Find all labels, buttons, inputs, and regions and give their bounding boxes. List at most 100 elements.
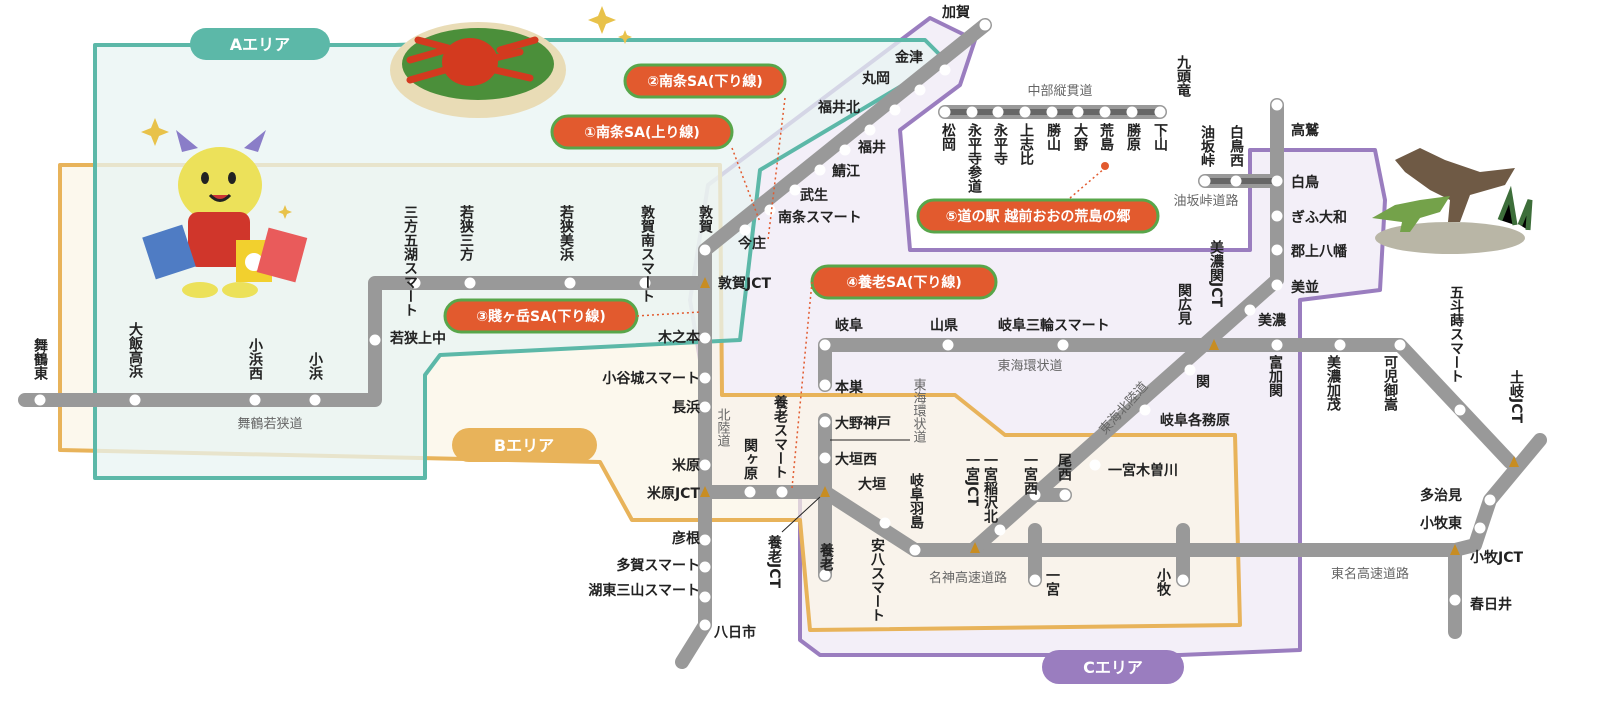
road-label-chubu-jukan: 中部縦貫道 — [1027, 84, 1092, 99]
station-label: 可児御嵩 — [1382, 355, 1399, 412]
station-label: 小浜 — [307, 352, 323, 381]
station-dot — [1154, 106, 1166, 118]
area-b-label: Bエリア — [452, 428, 597, 462]
station-dot — [1484, 494, 1496, 506]
station-label: 富加関 — [1267, 354, 1284, 398]
yoro-jct-leader — [781, 496, 821, 533]
station-label: 小浜西 — [247, 338, 263, 381]
station-label: 敦賀南スマート — [639, 204, 656, 303]
station-dot — [699, 332, 711, 344]
station-dot — [819, 416, 831, 428]
area-c-label: Cエリア — [1042, 650, 1184, 684]
station-label: 武生 — [800, 187, 828, 204]
road-label-tokai-kanjo-v: 東海環状道 — [911, 377, 927, 443]
station-dot — [1244, 304, 1256, 316]
road-label-aburasaka: 油坂峠道路 — [1173, 193, 1238, 209]
station-dot — [994, 524, 1006, 536]
station-label: 白鳥 — [1291, 174, 1319, 191]
svg-text:②南条SA(下り線): ②南条SA(下り線) — [647, 73, 763, 90]
road-label-hokuriku: 北陸道 — [715, 408, 731, 447]
station-label: 春日井 — [1469, 596, 1512, 613]
station-label: 大垣西 — [835, 451, 877, 468]
station-dot — [839, 144, 851, 156]
station-dot — [1271, 175, 1283, 187]
station-dot — [1271, 99, 1283, 111]
road-label-tokai-kanjo: 東海環状道 — [997, 358, 1062, 374]
station-dot — [1334, 339, 1346, 351]
station-dot — [699, 459, 711, 471]
station-dot — [1449, 594, 1461, 606]
station-label: 八日市 — [713, 624, 756, 641]
station-dot — [966, 106, 978, 118]
station-dot — [819, 379, 831, 391]
station-label: 岐阜 — [835, 317, 863, 334]
station-label: 敦賀 — [697, 204, 714, 234]
station-dot — [1271, 339, 1283, 351]
road-lines — [18, 18, 1547, 669]
station-label: 岐阜各務原 — [1160, 412, 1230, 429]
svg-text:③賤ヶ岳SA(下り線): ③賤ヶ岳SA(下り線) — [476, 308, 606, 325]
station-dot — [1230, 175, 1242, 187]
station-label: 一宮木曽川 — [1108, 462, 1178, 479]
station-label: 尾西 — [1056, 453, 1072, 482]
station-dot — [909, 544, 921, 556]
callout-leaders — [636, 97, 1106, 489]
station-label: 木之本 — [657, 329, 701, 346]
station-dot — [1019, 106, 1031, 118]
station-dot — [699, 619, 711, 631]
station-dot — [819, 452, 831, 464]
station-label: 九頭竜 — [1175, 55, 1192, 98]
station-label: 福井 — [857, 139, 886, 156]
station-label: 上志比 — [1018, 123, 1034, 166]
station-label: 小牧 — [1155, 568, 1171, 597]
station-label: 鯖江 — [831, 163, 860, 180]
station-dot — [369, 334, 381, 346]
station-label: 五斗蒔スマート — [1448, 285, 1464, 383]
station-label: 金津 — [894, 49, 923, 66]
station-label: 小谷城スマート — [602, 370, 700, 387]
station-label: 南条スマート — [778, 209, 862, 226]
station-label: 若狭三方 — [458, 204, 475, 262]
station-label: 長浜 — [672, 399, 700, 416]
station-label: 土岐JCT — [1508, 369, 1524, 423]
station-dot — [789, 184, 801, 196]
station-label: 加賀 — [941, 4, 970, 21]
svg-text:Cエリア: Cエリア — [1083, 658, 1143, 677]
station-label: 大飯高浜 — [127, 321, 144, 379]
station-dot — [1099, 106, 1111, 118]
station-dot — [464, 277, 476, 289]
station-label: 関広見 — [1176, 283, 1193, 326]
sa-callout-yoro: ④養老SA(下り線) — [810, 264, 998, 300]
station-label: 一宮 — [1044, 568, 1060, 597]
station-dot — [699, 534, 711, 546]
station-label: 多治見 — [1420, 487, 1462, 504]
station-label: 丸岡 — [861, 70, 890, 87]
station-label: 大野神戸 — [835, 415, 891, 432]
station-dot — [1199, 175, 1211, 187]
svg-text:Aエリア: Aエリア — [230, 35, 290, 54]
station-dot — [1089, 459, 1101, 471]
sparkle-icon — [141, 6, 632, 219]
station-label: 一宮稲沢北 — [982, 453, 998, 524]
sa-callout-arashima: ⑤道の駅 越前おおの荒島の郷 — [916, 198, 1160, 234]
jct-markers — [700, 277, 1519, 555]
station-label: 本巣 — [835, 379, 864, 396]
road-label-tomei: 東名高速道路 — [1331, 566, 1409, 582]
station-label: 永平寺参道 — [966, 122, 983, 194]
svg-text:⑤道の駅 越前おおの荒島の郷: ⑤道の駅 越前おおの荒島の郷 — [946, 208, 1131, 225]
station-label: 一宮JCT — [964, 453, 980, 506]
station-dots — [34, 19, 1496, 631]
station-label: 福井北 — [817, 99, 860, 116]
station-dot — [1177, 574, 1189, 586]
station-dot — [776, 486, 788, 498]
station-dot — [34, 394, 46, 406]
station-label: 養老 — [818, 542, 835, 572]
station-labels: 若狭上中 木之本 小谷城スマート 長浜 米原 米原JCT 彦根 多賀スマート 湖… — [389, 4, 1523, 641]
station-dot — [864, 124, 876, 136]
station-dot — [1394, 339, 1406, 351]
station-dot — [914, 84, 926, 96]
station-dot — [1059, 489, 1071, 501]
station-label: 関 — [1194, 374, 1210, 389]
station-dot — [764, 204, 776, 216]
station-label: 美濃加茂 — [1325, 354, 1342, 412]
